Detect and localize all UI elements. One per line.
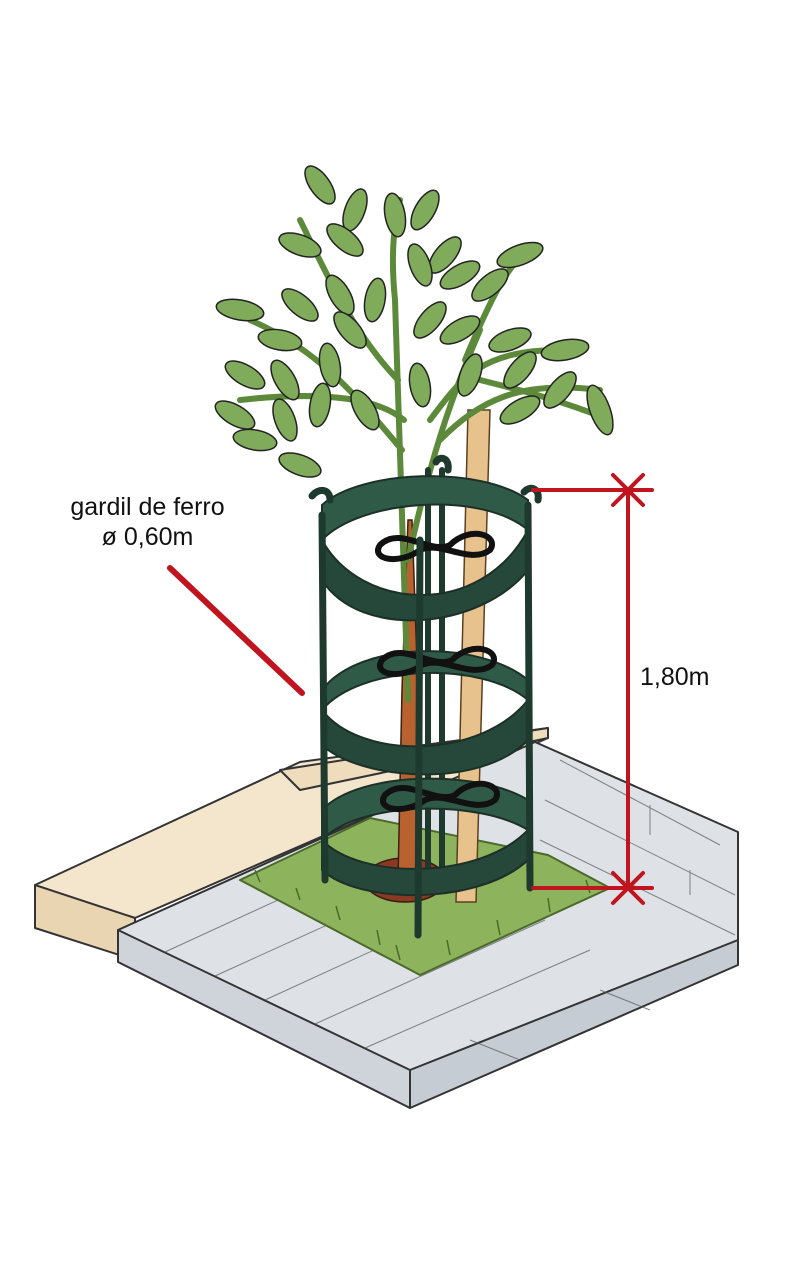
diameter-leader-line	[167, 565, 305, 696]
tree-leaves	[214, 165, 614, 478]
guard-name-label: gardil de ferro	[70, 493, 225, 521]
guard-diameter-label: ø 0,60m	[101, 523, 194, 551]
height-label: 1,80m	[640, 663, 710, 691]
iron-tree-guard	[308, 454, 542, 939]
guard-annotation: gardil de ferro ø 0,60m	[40, 492, 255, 552]
height-dimension	[531, 473, 654, 905]
